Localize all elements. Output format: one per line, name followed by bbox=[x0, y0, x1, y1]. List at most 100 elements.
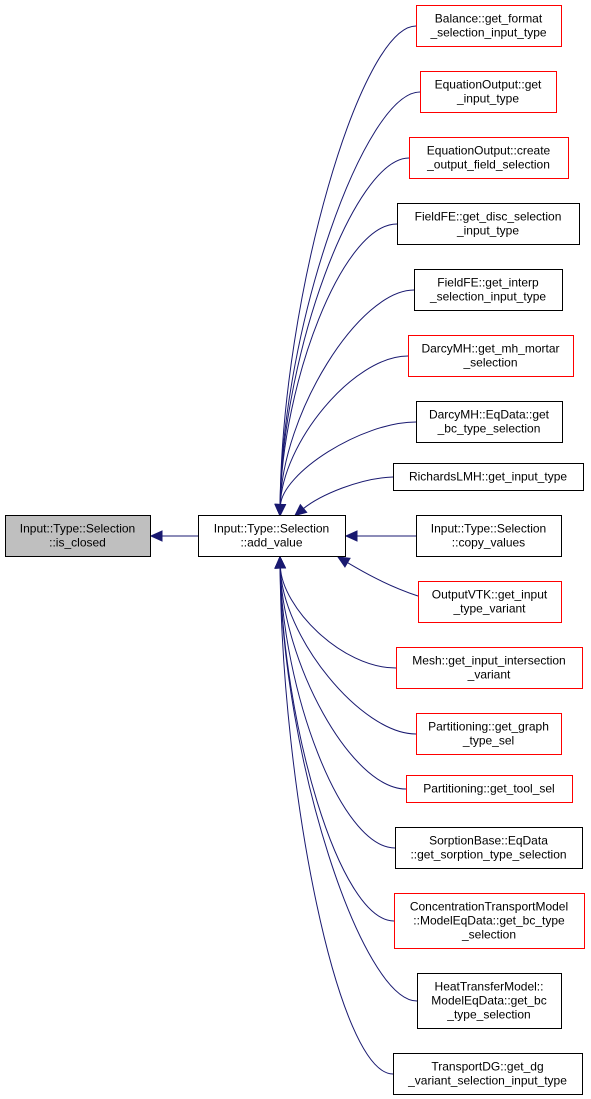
node-label: DarcyMH::EqData::get bbox=[429, 408, 550, 422]
node-label: ::add_value bbox=[240, 536, 302, 550]
node-transportdg[interactable]: TransportDG::get_dg_variant_selection_in… bbox=[393, 1053, 583, 1095]
node-label: _input_type bbox=[456, 224, 519, 238]
edge-line bbox=[279, 566, 417, 735]
edge-line bbox=[346, 561, 419, 597]
edge-richards bbox=[294, 476, 394, 517]
edge-fieldfe-disc bbox=[274, 223, 398, 517]
node-eqout-create[interactable]: EquationOutput::create_output_field_sele… bbox=[409, 137, 569, 179]
edge-line bbox=[279, 566, 395, 922]
node-mesh[interactable]: Mesh::get_input_intersection_variant bbox=[396, 647, 583, 689]
node-label: RichardsLMH::get_input_type bbox=[409, 470, 567, 484]
node-box bbox=[395, 827, 583, 869]
edge-line bbox=[279, 566, 394, 1075]
node-eqout-get[interactable]: EquationOutput::get_input_type bbox=[420, 71, 557, 113]
node-darcy-bc[interactable]: DarcyMH::EqData::get_bc_type_selection bbox=[416, 401, 563, 443]
node-fieldfe-interp[interactable]: FieldFE::get_interp_selection_input_type bbox=[414, 269, 563, 311]
node-label: _selection_input_type bbox=[429, 290, 546, 304]
node-box bbox=[408, 335, 574, 377]
node-box bbox=[418, 581, 562, 623]
node-label: Input::Type::Selection bbox=[431, 522, 546, 536]
node-box bbox=[416, 515, 562, 557]
node-label: ::is_closed bbox=[49, 536, 106, 550]
edge-arrowhead bbox=[344, 530, 358, 542]
node-label: Partitioning::get_graph bbox=[428, 720, 549, 734]
node-part-graph[interactable]: Partitioning::get_graph_type_sel bbox=[416, 713, 562, 755]
edge-arrowhead bbox=[336, 556, 351, 568]
node-fieldfe-disc[interactable]: FieldFE::get_disc_selection_input_type bbox=[397, 203, 580, 245]
edge-line bbox=[279, 289, 415, 506]
node-outputvtk[interactable]: OutputVTK::get_input_type_variant bbox=[418, 581, 562, 623]
node-label: OutputVTK::get_input bbox=[432, 588, 548, 602]
node-label: Input::Type::Selection bbox=[214, 522, 329, 536]
node-label: HeatTransferModel:: bbox=[435, 980, 544, 994]
node-box bbox=[417, 973, 562, 1029]
node-label: DarcyMH::get_mh_mortar bbox=[421, 342, 559, 356]
edge-mesh bbox=[274, 555, 397, 669]
node-darcy-mortar[interactable]: DarcyMH::get_mh_mortar_selection bbox=[408, 335, 574, 377]
node-label: FieldFE::get_interp bbox=[437, 276, 539, 290]
edge-hub-to-focus bbox=[149, 530, 198, 542]
edge-line bbox=[279, 223, 398, 506]
edge-line bbox=[279, 566, 396, 849]
edge-part-graph bbox=[274, 555, 417, 735]
node-label: _selection bbox=[461, 928, 516, 942]
node-label: Input::Type::Selection bbox=[20, 522, 135, 536]
edge-line bbox=[279, 91, 421, 506]
node-label: Mesh::get_input_intersection bbox=[412, 654, 565, 668]
node-label: _output_field_selection bbox=[426, 158, 550, 172]
edge-arrowhead bbox=[149, 530, 163, 542]
node-box bbox=[394, 893, 585, 949]
edge-conc bbox=[274, 555, 395, 922]
node-box bbox=[396, 647, 583, 689]
node-label: _type_selection bbox=[446, 1008, 530, 1022]
node-label: Partitioning::get_tool_sel bbox=[423, 782, 554, 796]
edge-copy-values bbox=[344, 530, 416, 542]
edge-darcy-bc bbox=[274, 421, 417, 517]
node-box bbox=[406, 775, 573, 803]
edge-line bbox=[279, 25, 417, 506]
edge-line bbox=[302, 476, 394, 510]
node-box bbox=[397, 203, 580, 245]
edge-line bbox=[279, 421, 417, 506]
edges-layer bbox=[149, 25, 421, 1075]
edge-part-tool bbox=[274, 555, 407, 790]
node-sorption[interactable]: SorptionBase::EqData::get_sorption_type_… bbox=[395, 827, 583, 869]
node-label: EquationOutput::create bbox=[427, 144, 551, 158]
node-is-closed: Input::Type::Selection::is_closed bbox=[5, 515, 151, 557]
node-add-value[interactable]: Input::Type::Selection::add_value bbox=[198, 515, 346, 557]
edge-arrowhead bbox=[274, 555, 286, 569]
node-box bbox=[393, 463, 584, 491]
node-heat[interactable]: HeatTransferModel::ModelEqData::get_bc_t… bbox=[417, 973, 562, 1029]
node-box bbox=[414, 269, 563, 311]
node-part-tool[interactable]: Partitioning::get_tool_sel bbox=[406, 775, 573, 803]
node-copy-values[interactable]: Input::Type::Selection::copy_values bbox=[416, 515, 562, 557]
node-label: _variant_selection_input_type bbox=[407, 1074, 567, 1088]
edge-line bbox=[279, 566, 418, 1002]
edge-transportdg bbox=[274, 555, 394, 1075]
edge-line bbox=[279, 157, 410, 506]
node-box bbox=[393, 1053, 583, 1095]
node-label: _selection_input_type bbox=[429, 26, 546, 40]
edge-eqout-get bbox=[274, 91, 421, 517]
node-balance[interactable]: Balance::get_format_selection_input_type bbox=[416, 5, 562, 47]
edge-line bbox=[279, 566, 407, 790]
edge-line bbox=[279, 566, 397, 669]
edge-outputvtk bbox=[336, 556, 419, 597]
node-label: _bc_type_selection bbox=[437, 422, 541, 436]
node-label: Balance::get_format bbox=[435, 12, 543, 26]
node-label: _type_sel bbox=[462, 734, 514, 748]
node-box bbox=[416, 713, 562, 755]
node-label: EquationOutput::get bbox=[435, 78, 542, 92]
node-label: ::get_sorption_type_selection bbox=[410, 848, 566, 862]
edge-line bbox=[279, 355, 409, 506]
node-label: _selection bbox=[462, 356, 517, 370]
node-conc[interactable]: ConcentrationTransportModel::ModelEqData… bbox=[394, 893, 585, 949]
nodes-layer: Input::Type::Selection::is_closedInput::… bbox=[5, 5, 585, 1095]
node-label: ConcentrationTransportModel bbox=[410, 900, 568, 914]
node-label: ::copy_values bbox=[452, 536, 525, 550]
node-richards[interactable]: RichardsLMH::get_input_type bbox=[393, 463, 584, 491]
edge-arrowhead bbox=[274, 503, 287, 517]
node-label: SorptionBase::EqData bbox=[429, 834, 548, 848]
node-box bbox=[5, 515, 151, 557]
